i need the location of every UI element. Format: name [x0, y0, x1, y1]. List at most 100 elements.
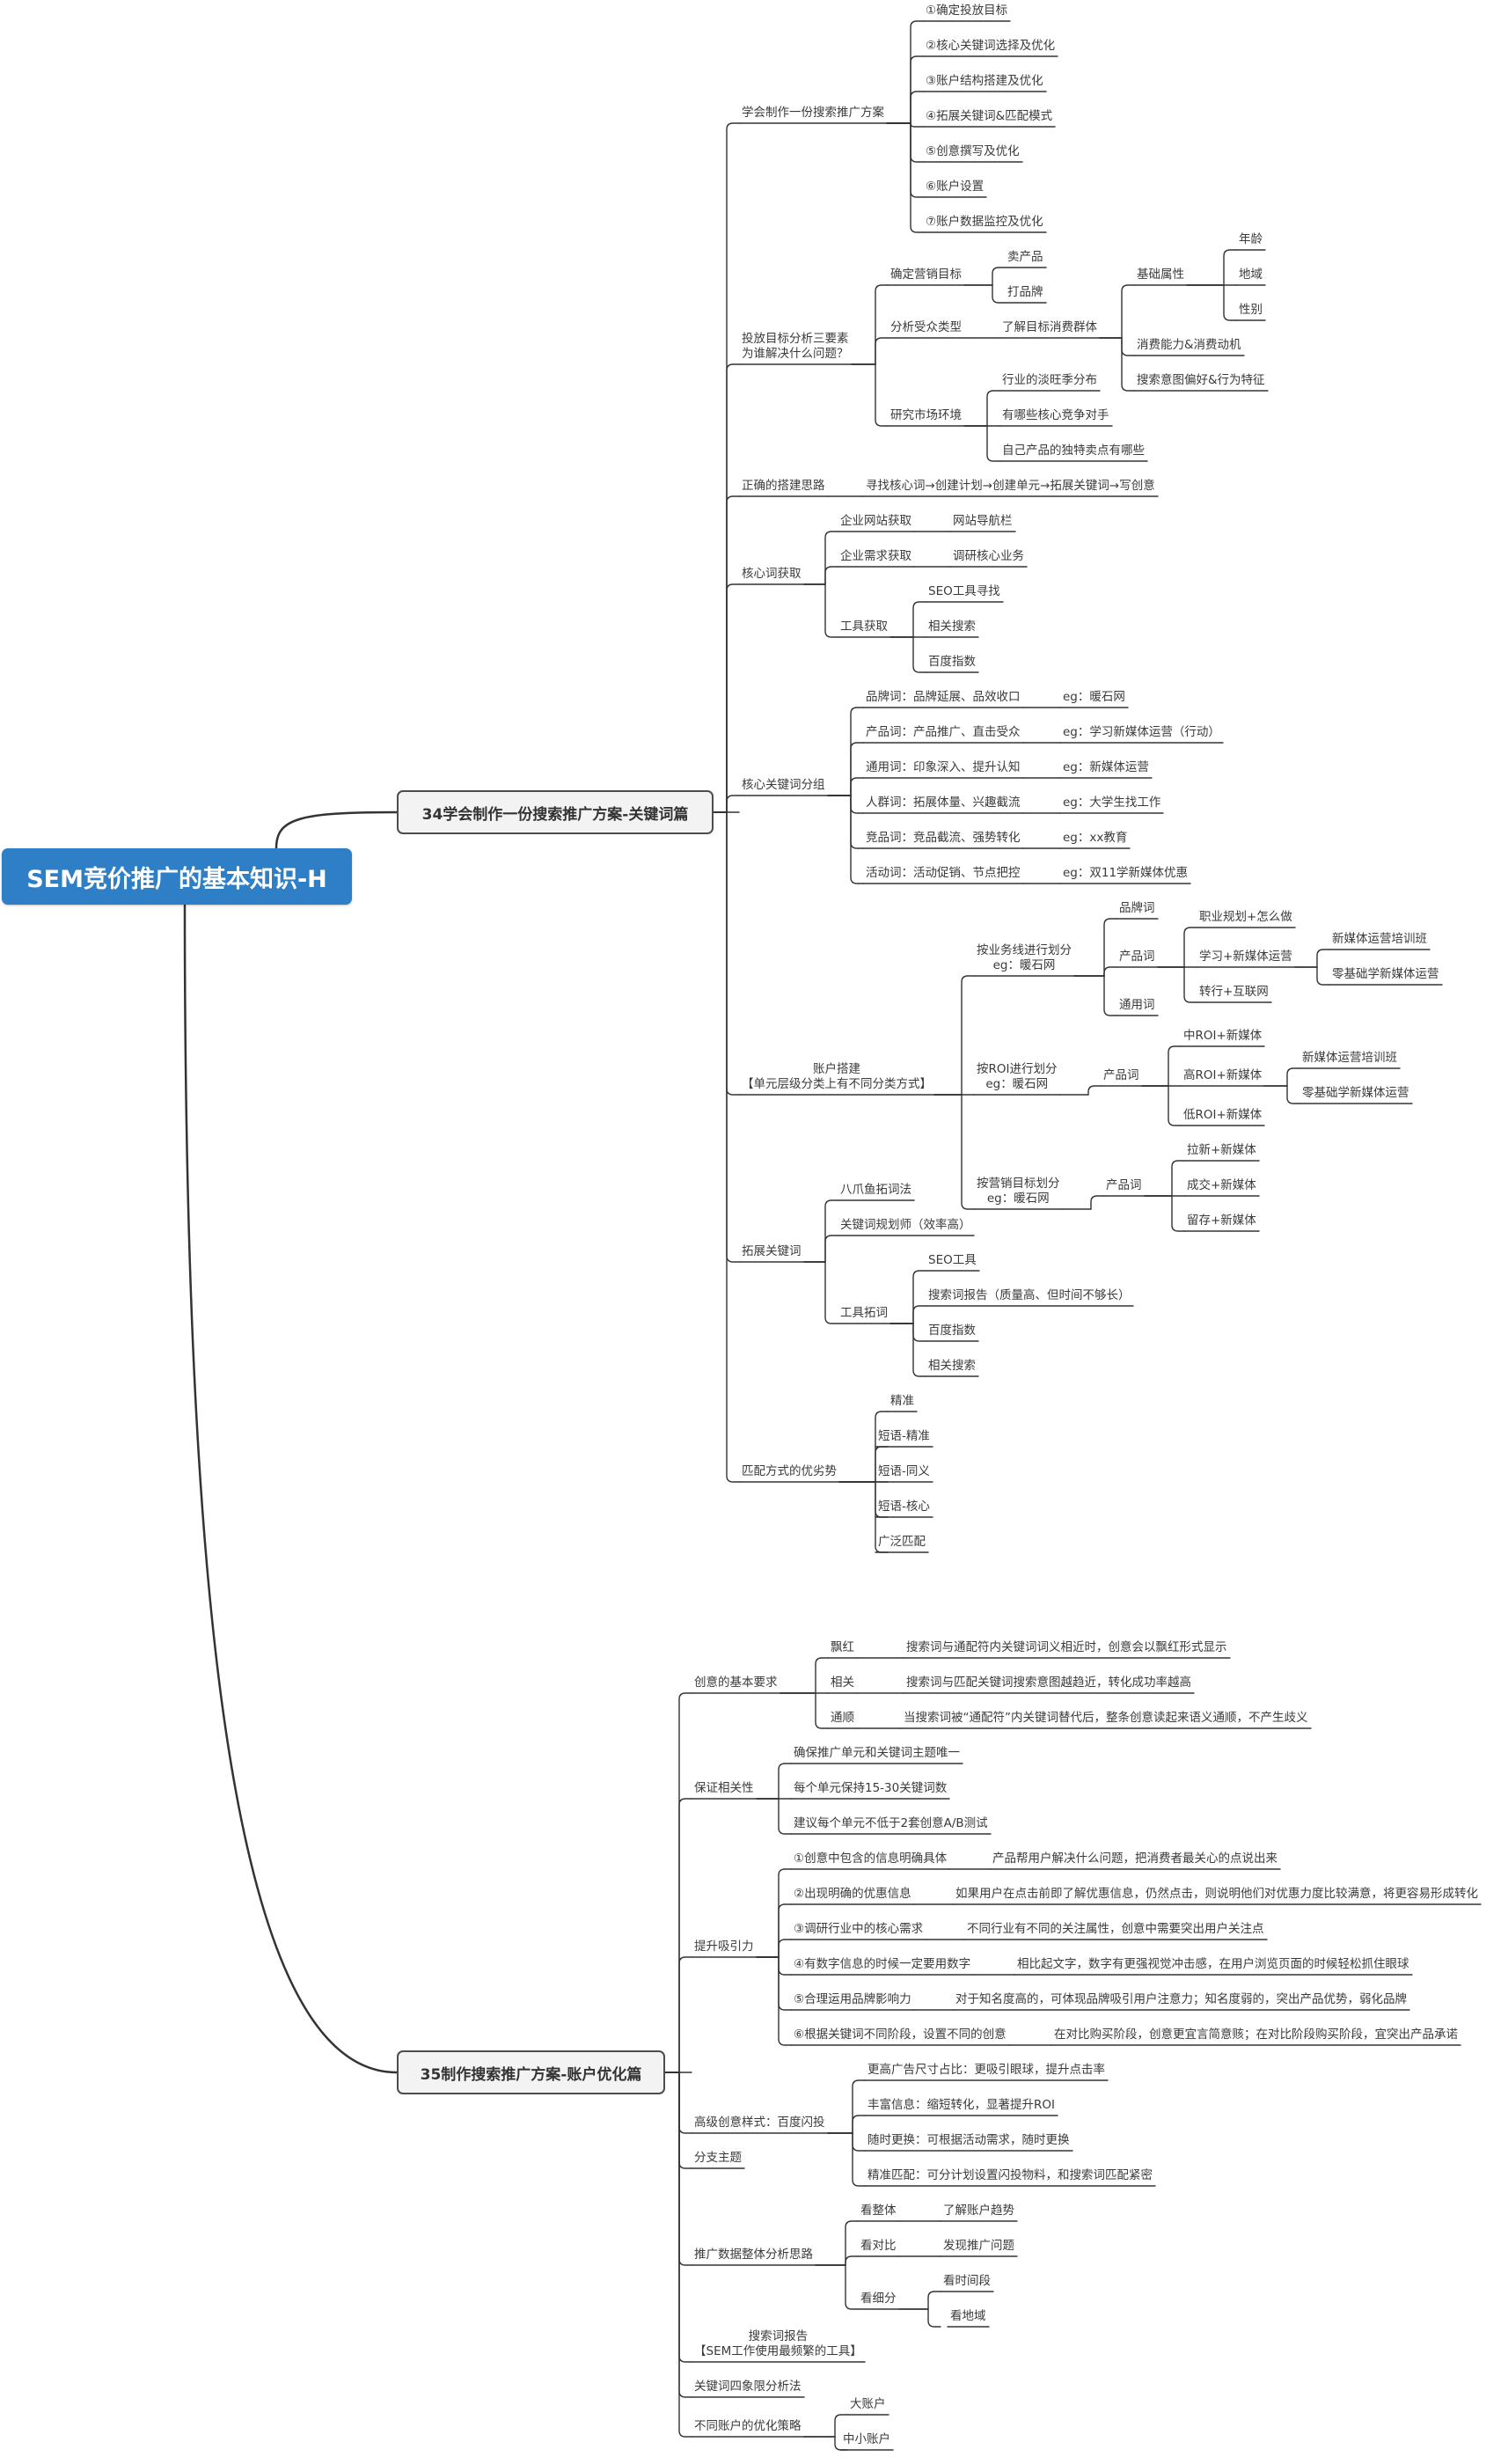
node-a2[interactable]: 投放目标分析三要素为谁解决什么问题？: [742, 332, 849, 361]
node-a6b3c1d1[interactable]: 拉新+新媒体: [1187, 1143, 1256, 1157]
node-b9c2[interactable]: 中小账户: [843, 2432, 890, 2446]
node-a2b2d1e1[interactable]: 年龄: [1239, 232, 1263, 246]
node-a6b1c3[interactable]: 通用词: [1119, 998, 1155, 1012]
node-a4b3[interactable]: 工具获取: [840, 620, 888, 634]
node-b8[interactable]: 关键词四象限分析法: [694, 2380, 802, 2394]
node-b7[interactable]: 搜索词报告【SEM工作使用最频繁的工具】: [694, 2329, 862, 2358]
node-a2b3[interactable]: 研究市场环境: [890, 408, 962, 422]
node-a3c1[interactable]: 寻找核心词→创建计划→创建单元→拓展关键词→写创意: [866, 479, 1155, 493]
node-b2c2[interactable]: 每个单元保持15-30关键词数: [794, 1781, 948, 1795]
node-a2b2d3[interactable]: 搜索意图偏好&行为特征: [1137, 373, 1265, 387]
node-a8c3[interactable]: 短语-同义: [878, 1464, 930, 1478]
node-a5b5c[interactable]: eg：xx教育: [1063, 831, 1128, 845]
node-b2c1[interactable]: 确保推广单元和关键词主题唯一: [794, 1746, 960, 1760]
node-a6b2c1d2e1[interactable]: 新媒体运营培训班: [1302, 1051, 1397, 1065]
node-b1c2[interactable]: 相关: [831, 1676, 854, 1690]
node-a5b3c[interactable]: eg：新媒体运营: [1063, 760, 1149, 774]
node-a1[interactable]: 学会制作一份搜索推广方案: [742, 106, 884, 120]
node-a5b6[interactable]: 活动词：活动促销、节点把控: [866, 866, 1021, 880]
node-a6b2c1d2e2[interactable]: 零基础学新媒体运营: [1302, 1086, 1409, 1100]
node-a5b6c[interactable]: eg：双11学新媒体优惠: [1063, 866, 1189, 880]
node-a4b3c3[interactable]: 百度指数: [928, 655, 976, 669]
node-a6b2c1d1[interactable]: 中ROI+新媒体: [1183, 1029, 1263, 1043]
node-b3c1d[interactable]: 产品帮用户解决什么问题，把消费者最关心的点说出来: [992, 1852, 1277, 1866]
node-b6c2[interactable]: 看对比: [860, 2239, 897, 2253]
node-b9c1[interactable]: 大账户: [850, 2397, 886, 2411]
node-a6b1c2[interactable]: 产品词: [1119, 950, 1155, 964]
node-a4b3c1[interactable]: SEO工具寻找: [928, 584, 1000, 598]
node-a2b3c3[interactable]: 自己产品的独特卖点有哪些: [1002, 444, 1145, 458]
node-b1c2d[interactable]: 搜索词与匹配关键词搜索意图越趋近，转化成功率越高: [906, 1676, 1191, 1690]
node-a1c4[interactable]: ④拓展关键词&匹配模式: [926, 109, 1053, 123]
node-a5b5[interactable]: 竞品词：竞品截流、强势转化: [866, 831, 1021, 845]
node-a7b3c1[interactable]: SEO工具: [928, 1253, 977, 1267]
node-a6b1c1[interactable]: 品牌词: [1119, 901, 1155, 915]
node-a2b2c1[interactable]: 了解目标消费群体: [1002, 320, 1097, 334]
node-b9[interactable]: 不同账户的优化策略: [694, 2419, 802, 2433]
node-a4b1c1[interactable]: 网站导航栏: [953, 514, 1013, 528]
node-b4c4[interactable]: 精准匹配：可分计划设置闪投物料，和搜索词匹配紧密: [867, 2168, 1153, 2182]
node-b3c3[interactable]: ③调研行业中的核心需求: [794, 1922, 924, 1936]
node-a5b1[interactable]: 品牌词：品牌延展、品效收口: [866, 690, 1021, 704]
node-a5b4c[interactable]: eg：大学生找工作: [1063, 796, 1161, 810]
node-b1[interactable]: 创意的基本要求: [694, 1676, 778, 1690]
node-b3c5[interactable]: ⑤合理运用品牌影响力: [794, 1992, 911, 2006]
node-a5b1c[interactable]: eg：暖石网: [1063, 690, 1125, 704]
node-b6c1[interactable]: 看整体: [860, 2204, 897, 2218]
node-a6b2c1d3[interactable]: 低ROI+新媒体: [1183, 1108, 1263, 1122]
node-a7[interactable]: 拓展关键词: [742, 1244, 802, 1258]
node-a6b3c1d2[interactable]: 成交+新媒体: [1187, 1178, 1256, 1192]
node-a5b2[interactable]: 产品词：产品推广、直击受众: [866, 725, 1021, 739]
node-a3[interactable]: 正确的搭建思路: [742, 479, 825, 493]
root-topic[interactable]: SEM竞价推广的基本知识-H: [2, 848, 352, 905]
node-a6b2c1[interactable]: 产品词: [1103, 1068, 1139, 1082]
node-a1c2[interactable]: ②核心关键词选择及优化: [926, 39, 1056, 53]
node-b3c1[interactable]: ①创意中包含的信息明确具体: [794, 1852, 948, 1866]
node-a7b3c2[interactable]: 搜索词报告（质量高、但时间不够长）: [928, 1288, 1131, 1302]
node-a7b1[interactable]: 八爪鱼拓词法: [840, 1183, 911, 1197]
node-a2b1c2[interactable]: 打品牌: [1007, 285, 1043, 299]
node-a7b3[interactable]: 工具拓词: [840, 1306, 888, 1320]
node-b2c3[interactable]: 建议每个单元不低于2套创意A/B测试: [794, 1816, 988, 1830]
node-a5[interactable]: 核心关键词分组: [742, 778, 825, 792]
main-topic-keywords[interactable]: 34学会制作一份搜索推广方案-关键词篇: [397, 790, 714, 834]
node-a8c4[interactable]: 短语-核心: [878, 1500, 930, 1514]
node-a8c1[interactable]: 精准: [890, 1394, 914, 1408]
node-b6c2d[interactable]: 发现推广问题: [943, 2239, 1014, 2253]
node-a2b1c1[interactable]: 卖产品: [1007, 250, 1043, 264]
node-a4b2c1[interactable]: 调研核心业务: [953, 549, 1024, 563]
node-a5b2c[interactable]: eg：学习新媒体运营（行动）: [1063, 725, 1220, 739]
node-b4c1[interactable]: 更高广告尺寸占比：更吸引眼球，提升点击率: [867, 2063, 1105, 2077]
node-a5b3[interactable]: 通用词：印象深入、提升认知: [866, 760, 1021, 774]
node-a6b1c2d3[interactable]: 转行+互联网: [1199, 985, 1269, 999]
node-a4b2[interactable]: 企业需求获取: [840, 549, 911, 563]
node-a8c5[interactable]: 广泛匹配: [878, 1535, 926, 1549]
node-a8[interactable]: 匹配方式的优劣势: [742, 1464, 837, 1478]
node-a1c5[interactable]: ⑤创意撰写及优化: [926, 144, 1020, 158]
node-b5[interactable]: 分支主题: [694, 2151, 742, 2165]
node-a2b3c1[interactable]: 行业的淡旺季分布: [1002, 373, 1097, 387]
node-a6b2c1d2[interactable]: 高ROI+新媒体: [1183, 1068, 1263, 1082]
node-b6[interactable]: 推广数据整体分析思路: [694, 2248, 813, 2262]
node-b6c1d[interactable]: 了解账户趋势: [943, 2204, 1014, 2218]
node-b3c4[interactable]: ④有数字信息的时候一定要用数字: [794, 1957, 971, 1971]
node-a2b1[interactable]: 确定营销目标: [890, 268, 962, 282]
node-b3c4d[interactable]: 相比起文字，数字有更强视觉冲击感，在用户浏览页面的时候轻松抓住眼球: [1017, 1957, 1409, 1971]
main-topic-account-optimization[interactable]: 35制作搜索推广方案-账户优化篇: [397, 2050, 665, 2094]
node-a7b2[interactable]: 关键词规划师（效率高）: [840, 1218, 971, 1232]
node-b3c3d[interactable]: 不同行业有不同的关注属性，创意中需要突出用户关注点: [967, 1922, 1264, 1936]
node-b1c1[interactable]: 飘红: [831, 1640, 854, 1654]
node-b6c3[interactable]: 看细分: [860, 2292, 897, 2306]
node-a6b1c2d1[interactable]: 职业规划+怎么做: [1199, 910, 1292, 924]
node-b6c3d2[interactable]: 看地域: [950, 2309, 986, 2323]
node-a2b2d1e2[interactable]: 地域: [1239, 268, 1263, 282]
node-a6b1c2d2e2[interactable]: 零基础学新媒体运营: [1332, 967, 1439, 981]
node-b3c2d[interactable]: 如果用户在点击前即了解优惠信息，仍然点击，则说明他们对优惠力度比较满意，将更容易…: [955, 1887, 1478, 1901]
node-b3c2[interactable]: ②出现明确的优惠信息: [794, 1887, 911, 1901]
node-a2b3c2[interactable]: 有哪些核心竞争对手: [1002, 408, 1109, 422]
node-a1c1[interactable]: ①确定投放目标: [926, 4, 1008, 18]
node-a5b4[interactable]: 人群词：拓展体量、兴趣截流: [866, 796, 1021, 810]
